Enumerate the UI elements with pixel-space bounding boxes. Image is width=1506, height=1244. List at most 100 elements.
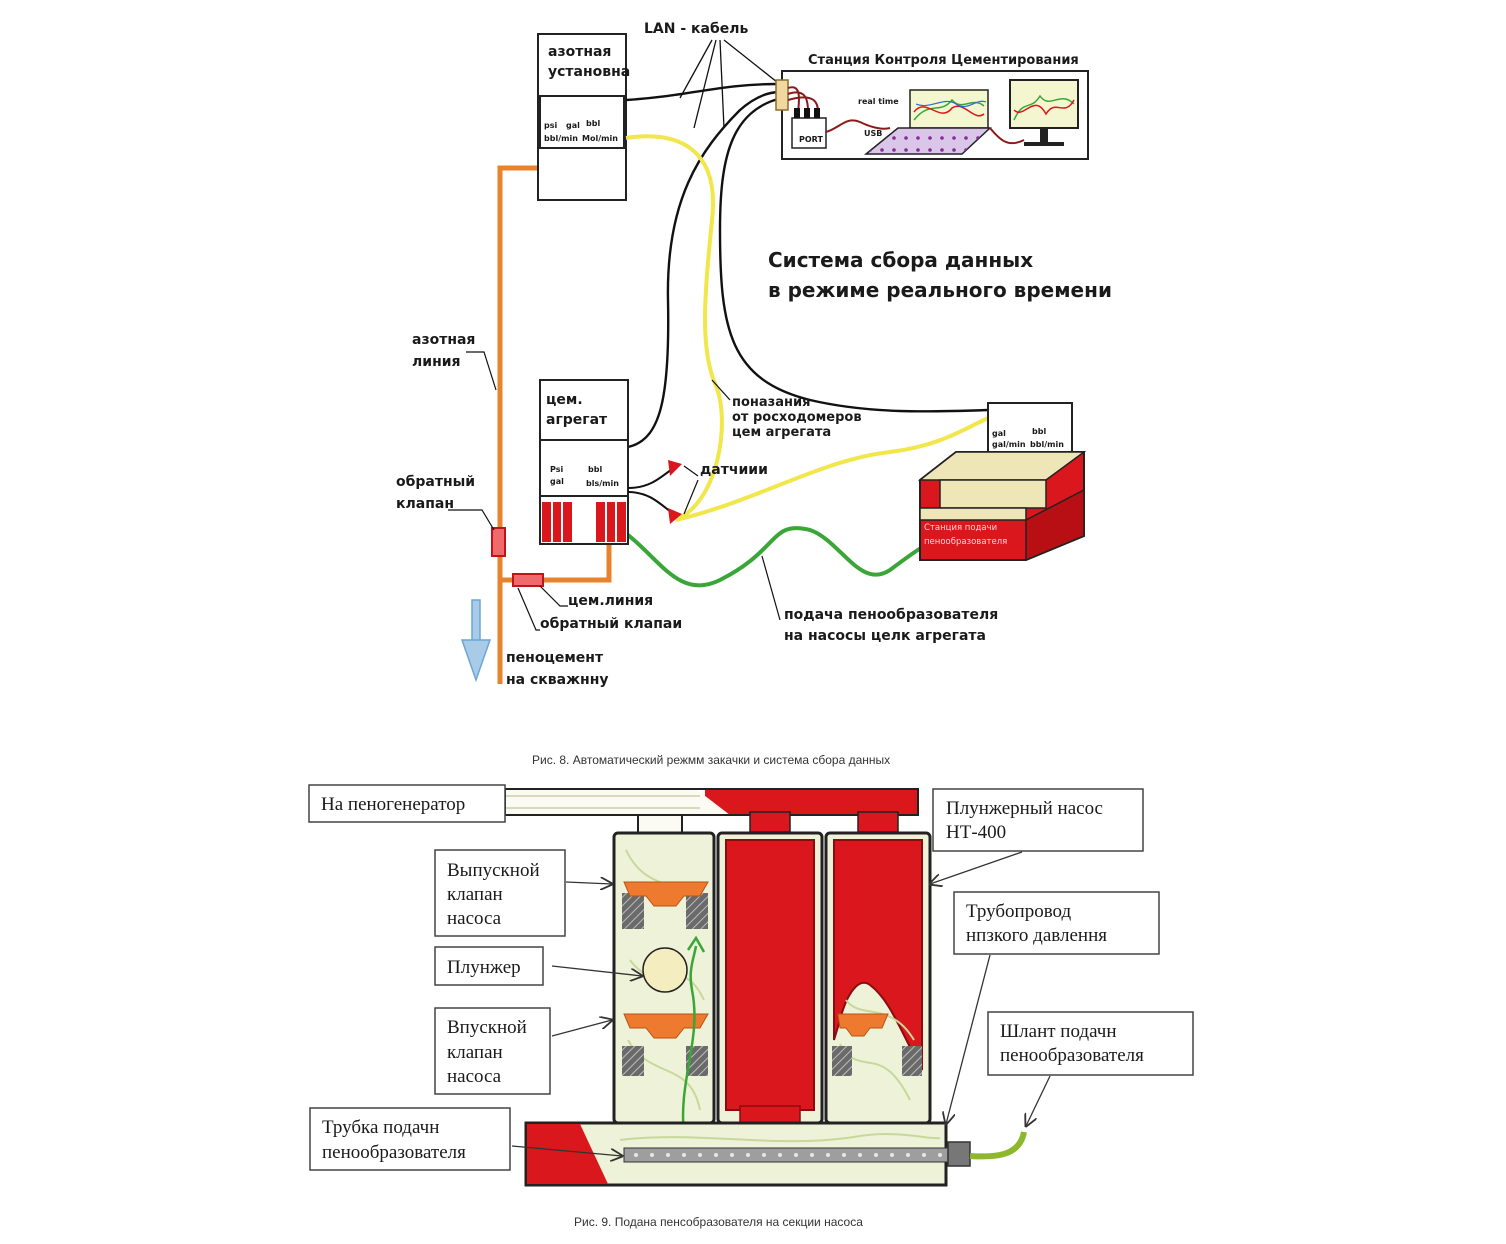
nitrogen-readout-psi: psi — [544, 121, 557, 130]
cement-readout-bbl: bbl — [588, 465, 602, 474]
plunger-ball — [642, 947, 688, 993]
lan-hub — [775, 79, 789, 111]
nitrogen-readout-gal: gal — [566, 121, 580, 130]
check-valve-horizontal — [512, 573, 544, 587]
cement-unit-label-1: цем. — [546, 392, 583, 408]
foam-station-label-2: пенообразователя — [924, 537, 1007, 547]
nitrogen-readout-panel — [539, 95, 625, 149]
usb-label: USB — [864, 129, 882, 138]
nitrogen-readout-mol: Mol/min — [582, 134, 618, 143]
cement-pump-blocks — [542, 502, 626, 542]
check-valve-2-label: обратный клапаи — [540, 616, 682, 632]
foam-station-unit — [917, 451, 1087, 562]
foam-cement-label-2: на скважнну — [506, 672, 609, 688]
port-label: PORT — [799, 135, 823, 144]
foam-tube-text-2: пенообразователя — [322, 1142, 466, 1163]
foam-tube-text-1: Трубка подачн — [322, 1117, 439, 1138]
nitrogen-readout-rate: bbl/min — [544, 134, 578, 143]
nitrogen-line — [497, 165, 538, 684]
lan-cable-label: LAN - кабель — [644, 21, 749, 37]
lan-cable-cement — [627, 90, 781, 449]
monitor-icon — [1009, 79, 1079, 146]
lan-cable-foam — [718, 96, 989, 413]
cement-readout-gal: gal — [550, 477, 564, 486]
cement-unit-label-2: агрегат — [546, 412, 608, 428]
flowmeter-label-3: цем агрегата — [732, 425, 831, 440]
check-valve-label-2: клапан — [396, 496, 454, 512]
foam-hose-text-1: Шлант подачн — [1000, 1021, 1117, 1042]
cement-readout-psi: Psi — [550, 465, 563, 474]
plunger-pump-text-2: НТ-400 — [946, 822, 1006, 843]
foam-readout-bbl-min: bbl/min — [1030, 440, 1064, 449]
station-title: Станция Контроля Цементирования — [808, 53, 1079, 68]
foam-readout-bbl: bbl — [1032, 427, 1046, 436]
flowmeter-label-2: от росходомеров — [732, 410, 862, 425]
hose-connector — [947, 1141, 971, 1167]
outlet-valve-seat-left — [622, 893, 644, 929]
lan-pointers — [679, 39, 783, 129]
label-outlet-valve: Выпускной клапан насоса — [434, 849, 566, 937]
check-valve-label-1: обратный — [396, 474, 475, 490]
foam-feed-tube — [623, 1147, 951, 1163]
sensors-label: датчиии — [700, 462, 768, 478]
real-time-label: real time — [858, 97, 899, 106]
lan-cable-nitrogen — [625, 82, 779, 102]
monitor-cable — [989, 127, 1025, 145]
outlet-valve-text-2: клапан — [447, 884, 503, 905]
inlet-valve-text-3: насоса — [447, 1066, 502, 1087]
foam-hose-text-2: пенообразователя — [1000, 1045, 1144, 1066]
inlet-valve-text-1: Впускной — [447, 1017, 527, 1038]
nitrogen-line-pointer — [466, 351, 497, 391]
figure-8-caption: Рис. 8. Автоматический режмм закачки и с… — [532, 753, 890, 767]
outlet-valve-text-1: Выпускной — [447, 860, 540, 881]
label-foam-hose: Шлант подачн пенообразователя — [987, 1011, 1194, 1076]
foam-station-label-1: Станция подачи — [924, 523, 997, 533]
foam-feed-line — [626, 526, 927, 588]
cement-readout-rate: bls/min — [586, 479, 619, 488]
check-valve-vertical — [491, 527, 506, 557]
label-low-pressure-pipe: Трубопровод нпзкого давлення — [953, 891, 1160, 955]
system-title-line-2: в режиме реального времени — [768, 278, 1112, 302]
nitrogen-readout-bbl: bbl — [586, 119, 600, 128]
outlet-valve-disc — [623, 881, 709, 907]
label-to-foam-generator: На пеногенератор — [308, 784, 506, 823]
flowmeter-line — [625, 134, 989, 522]
foam-feed-label-2: на насосы целк агрегата — [784, 628, 986, 644]
foam-cement-label-1: пеноцемент — [506, 650, 604, 666]
figure-9: На пеногенератор Плунжерный насос НТ-400… — [308, 784, 1194, 1229]
foam-readout-gal-min: gal/min — [992, 440, 1026, 449]
down-arrow-icon — [460, 599, 492, 683]
label-plunger-pump: Плунжерный насос НТ-400 — [932, 788, 1144, 852]
plunger-text: Плунжер — [447, 957, 521, 978]
nitrogen-unit-label-2: установна — [548, 64, 630, 80]
nitrogen-line-label-2: линия — [412, 354, 461, 370]
plunger-pump-text-1: Плунжерный насос — [946, 798, 1103, 819]
foam-readout-gal: gal — [992, 429, 1006, 438]
label-foam-tube: Трубка подачн пенообразователя — [309, 1107, 511, 1171]
low-pressure-text-2: нпзкого давлення — [966, 925, 1107, 946]
plunger-red-middle — [725, 839, 815, 1111]
flowmeter-label-1: поназания — [732, 395, 810, 410]
sensor-triangle-bottom — [668, 508, 682, 524]
tube-holes — [634, 1153, 942, 1157]
inlet-valve-text-2: клапан — [447, 1042, 503, 1063]
usb-cable — [825, 119, 891, 133]
figure-8: азотная установна psi gal bbl bbl/min Mo… — [396, 21, 1112, 767]
cement-line-label: цем.линия — [568, 593, 653, 609]
cement-readout-panel — [539, 439, 629, 497]
label-inlet-valve: Впускной клапан насоса — [434, 1007, 551, 1095]
system-title-line-1: Система сбора данных — [768, 248, 1033, 272]
inlet-valve-disc — [623, 1013, 709, 1039]
label-plunger: Плунжер — [434, 946, 544, 986]
low-pressure-text-1: Трубопровод — [966, 901, 1072, 922]
nitrogen-unit-label-1: азотная — [548, 44, 611, 60]
foam-feed-label-1: подача пенообразователя — [784, 607, 998, 623]
sensor-triangle-top — [668, 460, 682, 476]
nitrogen-line-label-1: азотная — [412, 332, 475, 348]
figure-9-caption: Рис. 9. Подана пенсобразователя на секци… — [574, 1215, 863, 1229]
foam-hose — [969, 1131, 1027, 1160]
to-foam-generator-text: На пеногенератор — [321, 794, 465, 815]
laptop-icon — [863, 89, 992, 155]
outlet-valve-text-3: насоса — [447, 908, 502, 929]
